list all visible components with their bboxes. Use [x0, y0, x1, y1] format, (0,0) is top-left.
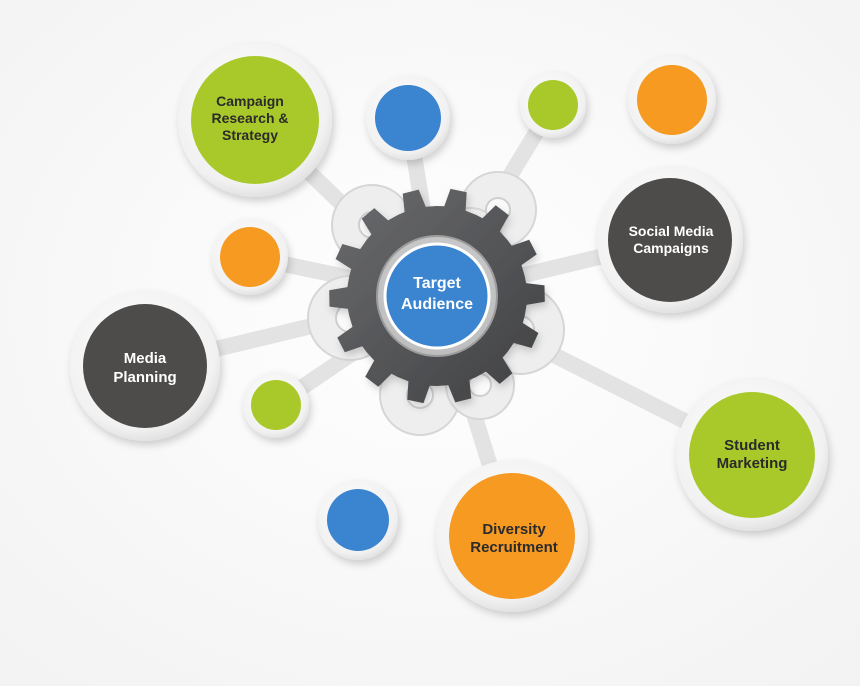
node-fill: [608, 178, 732, 302]
node-green-left: [243, 372, 309, 438]
center-label-line1: Target: [413, 275, 461, 292]
diversity-label-line1: Diversity: [482, 521, 546, 538]
campaign-label-line2: Research &: [211, 110, 288, 126]
student-label-line1: Student: [724, 437, 780, 454]
media-label-line2: Planning: [113, 369, 176, 386]
node-green-top: [520, 72, 586, 138]
social-label-line2: Campaigns: [633, 240, 709, 256]
node-orange-top-right: [628, 56, 716, 144]
node-social-media: Social Media Campaigns: [597, 167, 743, 313]
social-label-line1: Social Media: [629, 223, 714, 239]
node-blue-top: [366, 76, 450, 160]
node-diversity-recruitment: Diversity Recruitment: [436, 460, 588, 612]
node-campaign-research: Campaign Research & Strategy: [178, 43, 332, 197]
node-fill: [689, 392, 815, 518]
node-student-marketing: Student Marketing: [676, 379, 828, 531]
diversity-label-line2: Recruitment: [470, 539, 558, 556]
student-label-line2: Marketing: [717, 455, 788, 472]
campaign-label-line1: Campaign: [216, 93, 284, 109]
node-fill: [83, 304, 207, 428]
node-orange-left: [212, 219, 288, 295]
media-label-line1: Media: [124, 350, 167, 367]
center-label-line2: Audience: [401, 296, 473, 313]
node-blue-bottom: [318, 480, 398, 560]
node-fill: [191, 56, 319, 184]
node-fill: [449, 473, 575, 599]
campaign-label-line3: Strategy: [222, 127, 278, 143]
node-media-planning: Media Planning: [70, 291, 220, 441]
target-audience-circle: [383, 242, 491, 350]
